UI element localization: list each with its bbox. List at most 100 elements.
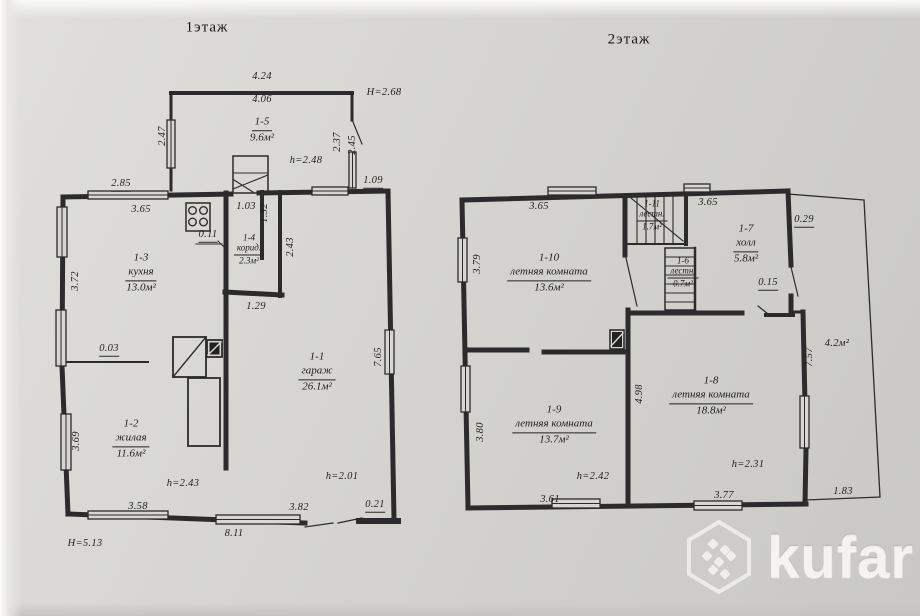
window [460, 365, 471, 413]
window [55, 309, 67, 367]
window [56, 206, 68, 258]
room-name: лестн. [667, 266, 699, 279]
floor2-walls [459, 188, 881, 511]
room-number: 1-1 [309, 350, 325, 363]
flue-icon [609, 329, 625, 350]
room-veranda-label: 1-5 9.6м² [250, 115, 274, 145]
room-10-label: 1-10 летняя комната 13.6м² [507, 251, 591, 294]
dim-garage-wall: 2.43 [284, 237, 296, 257]
dim-step-right: 0.29 [794, 214, 814, 228]
dim-veranda-right-a: 2.37 [331, 132, 343, 152]
window [693, 500, 743, 511]
room-name: летняя комната [507, 265, 591, 281]
window [683, 183, 711, 193]
room-area: 13.7м² [539, 432, 569, 445]
dim-hall-top: 1.03 [236, 200, 256, 212]
room-area: 13.0м² [126, 280, 156, 293]
room-area: 1.7м² [642, 221, 662, 232]
dim-room9-bottom: 3.61 [540, 493, 560, 505]
stairs-lower-icon [664, 246, 697, 312]
window [60, 413, 72, 471]
dim-garage-bottom: 3.82 [289, 501, 309, 513]
dim-room10-left: 3.79 [471, 254, 483, 274]
stove-icon [172, 336, 207, 378]
dim-veranda-inner: 4.06 [252, 93, 272, 105]
floor1-title: 1этаж [185, 19, 229, 36]
window [547, 186, 597, 196]
dim-mid-wall: 4.98 [633, 384, 645, 404]
room-number: 1-7 [738, 222, 754, 235]
window [384, 329, 395, 375]
floor1-windows [55, 119, 395, 525]
room-number: 1-9 [546, 403, 562, 416]
dim-garage-right: 7.65 [372, 347, 384, 367]
room-area: 0.7м² [673, 278, 693, 289]
dim-door-step: 0.15 [758, 277, 778, 291]
room-area: 5.8м² [733, 251, 759, 264]
room-stairs-upper-label: 1-11 лестн. 1.7м² [636, 198, 668, 232]
room-number: 1-6 [676, 255, 689, 266]
dim-kitchen-top-outer: 2.85 [111, 178, 131, 192]
diamond-dots [702, 538, 737, 580]
room-hall-label: 1-7 холл 5.8м² [733, 222, 759, 265]
room-number: 1-8 [703, 374, 719, 387]
dim-veranda-left: 2.47 [156, 126, 168, 146]
dim-room10-top: 3.65 [529, 200, 549, 212]
window [87, 190, 169, 200]
closet [187, 377, 221, 447]
dim-terrace-right: 7.57 [803, 347, 815, 367]
dim-room9-h: h=2.42 [576, 470, 610, 482]
floor2-title: 2этаж [607, 31, 651, 48]
window [457, 237, 468, 283]
dim-living-left: 3.69 [70, 431, 82, 451]
room-number: 1-5 [251, 115, 273, 131]
stairs-upper-icon [627, 189, 688, 246]
terrace-area-label: 4.2м² [824, 337, 850, 349]
room-name: кухня [125, 265, 157, 281]
dim-step: 0.21 [365, 499, 385, 513]
room-name: лестн. [636, 209, 668, 222]
window [215, 514, 301, 525]
room-corridor-label: 1-4 корид. 2.3м² [233, 232, 265, 265]
window [799, 395, 810, 449]
room-area: 13.6м² [534, 280, 564, 293]
dim-total-bottom: 8.11 [224, 527, 244, 539]
dim-top-right: 1.09 [363, 175, 383, 189]
kufar-watermark-text: kufar [767, 524, 914, 590]
dim-veranda-H: H=2.68 [366, 86, 402, 98]
room-stairs-lower-label: 1-6 лестн. 0.7м² [667, 255, 699, 289]
room-number: 1-10 [538, 251, 560, 264]
flue-icon [206, 339, 223, 358]
dim-room9-left: 3.80 [474, 422, 486, 442]
dim-hall-bottom: 1.29 [246, 300, 266, 312]
floor1-walls [59, 91, 401, 528]
dim-kitchen-top: 3.65 [131, 203, 151, 215]
dim-hall-side: 1.32 [258, 203, 270, 223]
floor2-windows [457, 183, 810, 511]
room-name: гараж [298, 364, 336, 380]
window [348, 151, 357, 189]
dim-room8-h: h=2.31 [731, 458, 765, 470]
dim-total-H: H=5.13 [67, 537, 103, 549]
dim-veranda-right-b: 2.45 [346, 135, 358, 155]
room-number: 1-4 [242, 232, 255, 243]
dim-living-bottom: 3.58 [128, 500, 148, 512]
room-8-label: 1-8 летняя комната 18.8м² [669, 374, 753, 417]
dim-partition: 0.03 [99, 343, 119, 357]
room-garage-label: 1-1 гараж 26.1м² [298, 350, 336, 393]
dim-veranda-outer: 4.24 [252, 70, 272, 82]
room-9-label: 1-9 летняя комната 13.7м² [512, 403, 596, 446]
window [166, 119, 176, 169]
room-living-label: 1-2 жилая 11.6м² [112, 417, 150, 460]
kufar-watermark: kufar [683, 518, 914, 596]
room-number: 1-11 [644, 198, 660, 209]
dim-stove-gap: 0.11 [198, 229, 218, 243]
dim-terrace-bottom: 1.83 [833, 485, 853, 497]
dim-hall-top: 3.65 [698, 196, 718, 208]
window [551, 498, 601, 509]
window [87, 510, 169, 520]
cooktop-burners-icon [185, 202, 211, 232]
dim-living-h: h=2.43 [166, 477, 200, 489]
window [311, 186, 349, 196]
